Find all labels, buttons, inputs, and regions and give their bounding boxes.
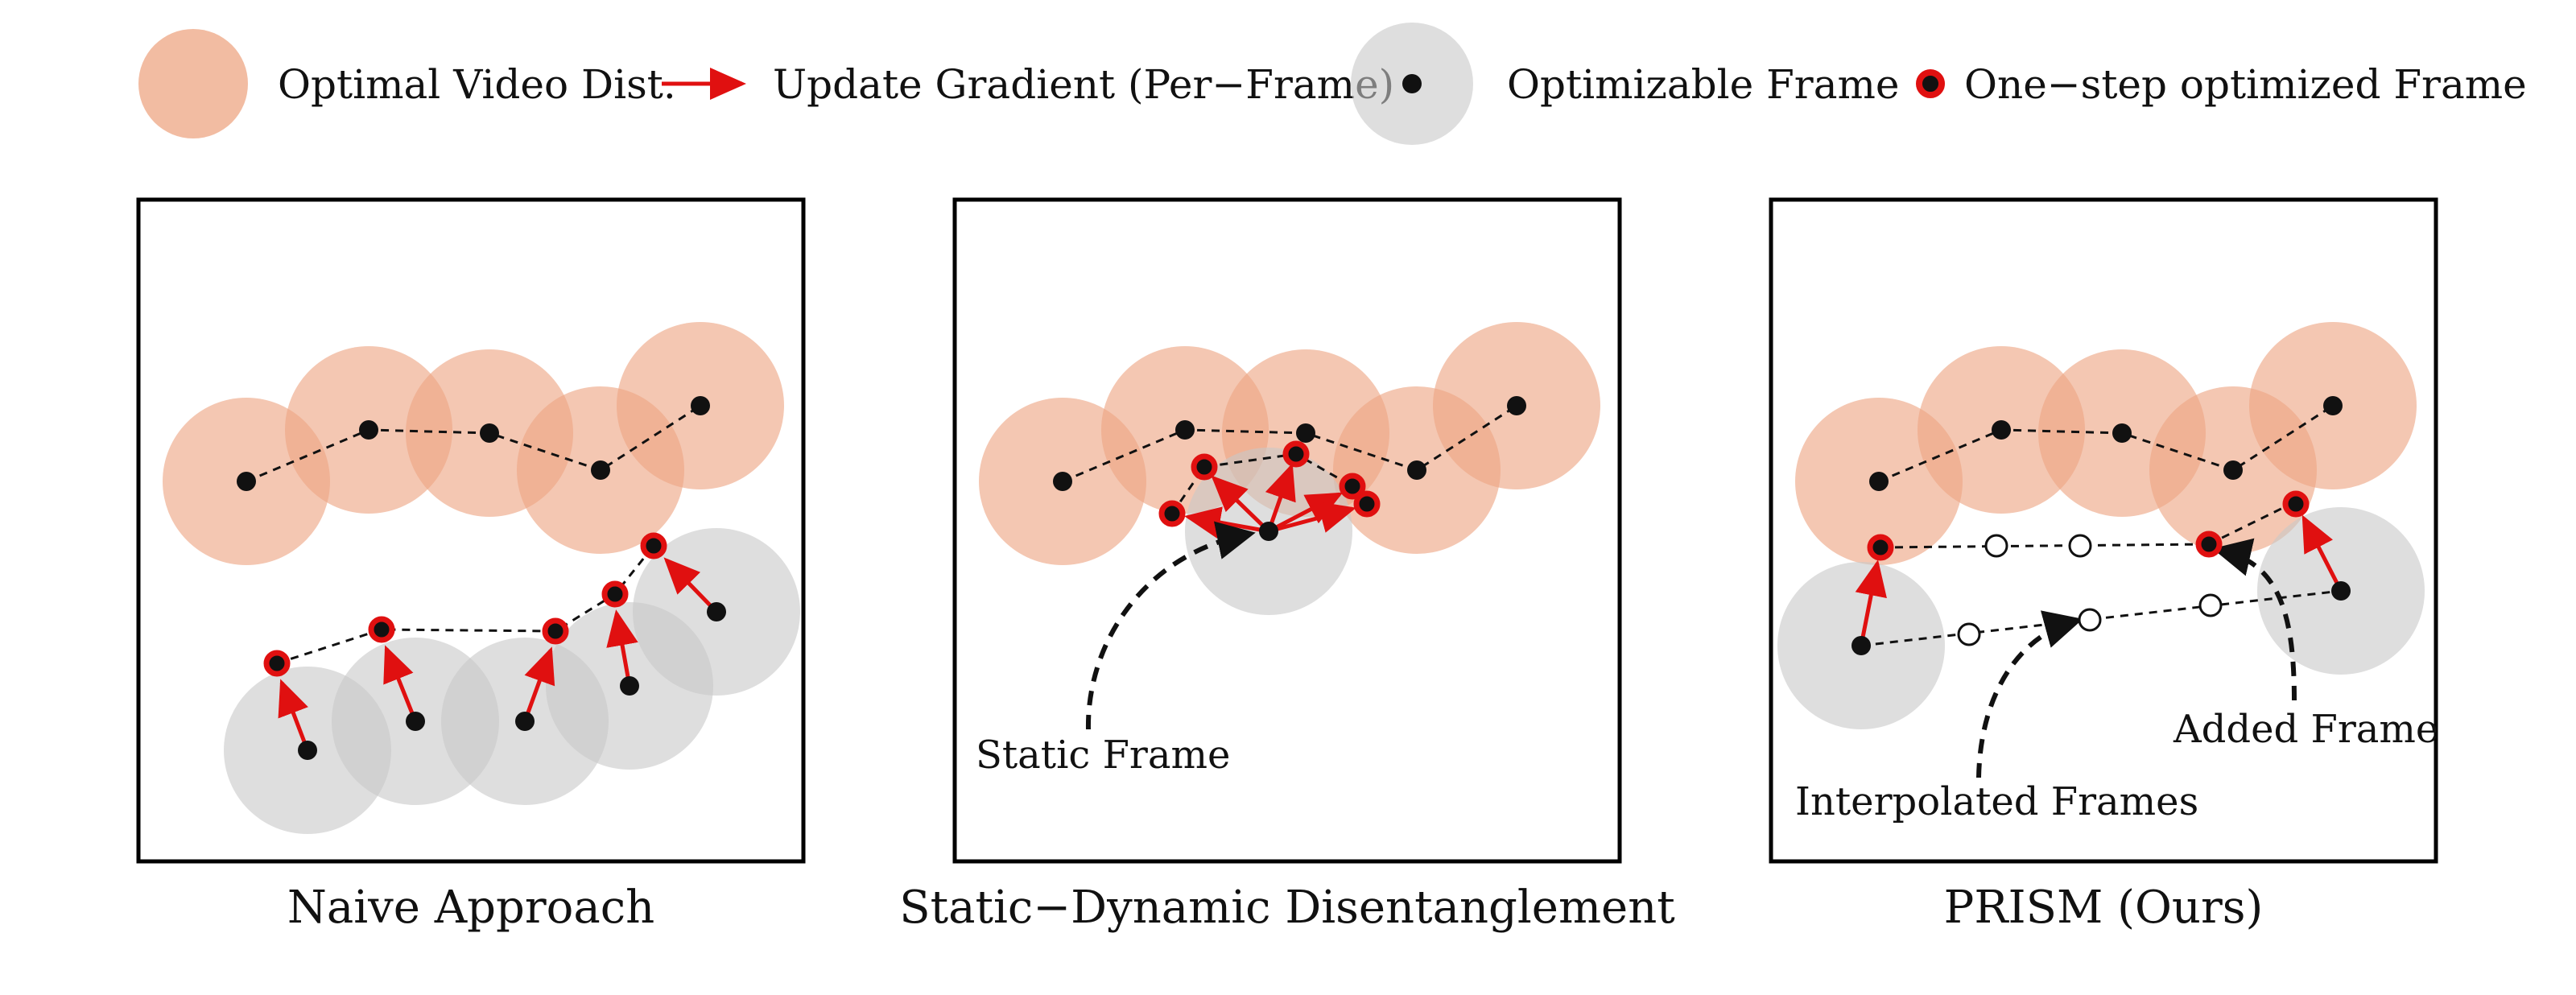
- optimized-trajectory-end: [2208, 501, 2295, 546]
- optimized-trajectory: [276, 545, 655, 665]
- added-frame-pointer-arrow: [2212, 538, 2297, 701]
- panel-prism-ours: Added Frame Interpolated Frames PRISM (O…: [1769, 197, 2438, 934]
- added-frame-label: Added Frame: [2173, 707, 2438, 752]
- optimal-distribution-legend-icon: [138, 29, 248, 138]
- panel-frame: [136, 197, 806, 864]
- interpolated-frames-label: Interpolated Frames: [1795, 779, 2198, 824]
- optimizable-frame-dots: [298, 602, 726, 760]
- optimal-frame-dots: [1053, 396, 1526, 491]
- legend-optimizable-label: Optimizable Frame: [1507, 61, 1900, 108]
- optimized-frame-dots: [1158, 440, 1381, 527]
- legend-gradient-label: Update Gradient (Per−Frame): [773, 61, 1394, 108]
- legend-optimal-label: Optimal Video Dist.: [278, 61, 676, 108]
- optimal-frame-dots: [1869, 396, 2343, 491]
- panel-frame: [1769, 197, 2438, 864]
- panel-caption: Naive Approach: [287, 881, 654, 934]
- optimized-frame-dots: [263, 532, 667, 677]
- optimized-frame-dots: [1867, 490, 2310, 561]
- panel-caption: PRISM (Ours): [1944, 881, 2264, 934]
- panel-static-dynamic-disentanglement: Static Frame Static−Dynamic Disentanglem…: [899, 197, 1675, 934]
- static-frame-dot: [1259, 522, 1278, 541]
- optimal-distribution-circles: [163, 322, 784, 565]
- gradient-arrows: [278, 557, 718, 751]
- optimizable-frame-legend-dot: [1402, 74, 1422, 93]
- static-frame-label: Static Frame: [976, 733, 1230, 778]
- panel-naive-approach: Naive Approach: [136, 197, 806, 934]
- panel-frame: [952, 197, 1622, 864]
- static-frame-pointer-arrow: [1085, 521, 1256, 730]
- legend: Optimal Video Dist. Update Gradient (Per…: [138, 23, 2527, 145]
- optimizable-frame-circles: [224, 528, 800, 834]
- optimal-frame-dots: [237, 396, 710, 491]
- optimized-frame-legend-dot: [1916, 69, 1945, 98]
- panel-caption: Static−Dynamic Disentanglement: [899, 881, 1675, 934]
- interpolated-frames-pointer-arrow: [1976, 610, 2083, 778]
- optimized-trajectory: [1880, 543, 2210, 549]
- legend-optimized-label: One−step optimized Frame: [1964, 61, 2527, 108]
- added-interpolated-frame-dots: [1984, 534, 2092, 558]
- optimizable-frame-dots: [1852, 581, 2351, 655]
- interpolated-frame-dots: [1957, 593, 2223, 646]
- gradient-arrows: [1855, 514, 2343, 646]
- interpolated-trajectory: [1860, 589, 2342, 647]
